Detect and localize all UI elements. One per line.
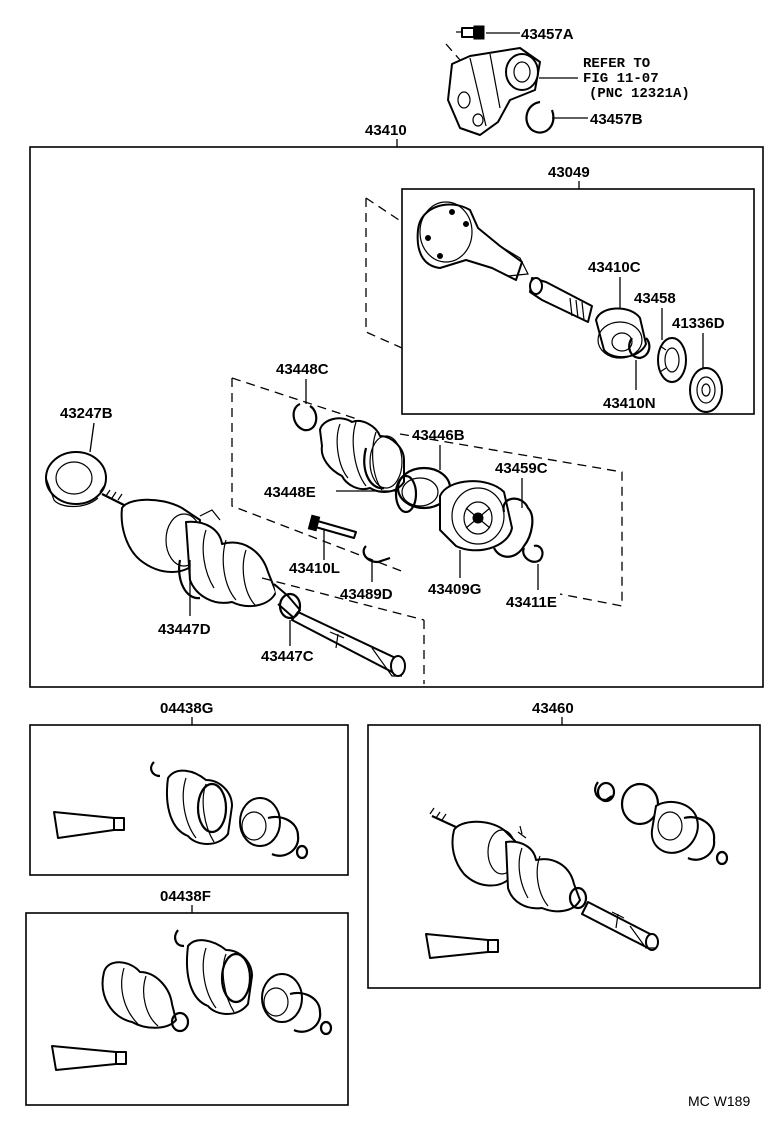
ref-note-line1: REFER TO bbox=[583, 56, 650, 72]
boot-clamp-43447c-icon bbox=[278, 592, 302, 620]
boot-kit-04438g-icon bbox=[150, 761, 309, 860]
bolt-43410l-icon bbox=[307, 514, 357, 539]
kit-box-04438g bbox=[29, 724, 349, 876]
label-43458: 43458 bbox=[634, 290, 676, 307]
label-43460: 43460 bbox=[532, 700, 574, 717]
assembly-box-43460 bbox=[367, 724, 761, 989]
label-41336d: 41336D bbox=[672, 315, 725, 332]
snap-ring-43410n-icon bbox=[628, 337, 651, 360]
boot-clamp-43448e-icon bbox=[394, 474, 418, 514]
label-43457a: 43457A bbox=[521, 26, 574, 43]
drawing-code: MC W189 bbox=[688, 1093, 750, 1109]
label-43409g: 43409G bbox=[428, 581, 481, 598]
outboard-joint-housing-icon bbox=[416, 201, 529, 281]
subassembly-box-43049 bbox=[401, 188, 755, 415]
ref-note-line2: FIG 11-07 bbox=[583, 71, 659, 87]
label-43410: 43410 bbox=[365, 122, 407, 139]
inboard-boot-icon bbox=[319, 417, 405, 493]
label-04438g: 04438G bbox=[160, 700, 213, 717]
label-43448e: 43448E bbox=[264, 484, 316, 501]
label-43410c: 43410C bbox=[588, 259, 641, 276]
drive-shaft-axle-icon bbox=[99, 485, 406, 677]
kit-box-04438f bbox=[25, 912, 349, 1106]
label-43489d: 43489D bbox=[340, 586, 393, 603]
bearing-43458-icon bbox=[657, 337, 687, 383]
circlip-43411e-icon bbox=[522, 544, 544, 563]
assembly-box-43410 bbox=[29, 146, 764, 688]
inboard-tulip-43409g-icon bbox=[439, 480, 513, 552]
label-43447c: 43447C bbox=[261, 648, 314, 665]
grease-tube-43460-icon bbox=[425, 933, 499, 959]
stub-shaft-43410c-icon bbox=[529, 277, 593, 323]
ref-note-line3: (PNC 12321A) bbox=[589, 86, 690, 102]
outboard-boot-icon bbox=[101, 961, 190, 1033]
label-43446b: 43446B bbox=[412, 427, 465, 444]
oil-seal-41336d-icon bbox=[689, 367, 723, 413]
dust-deflector-43247b-icon bbox=[45, 451, 107, 508]
label-43410n: 43410N bbox=[603, 395, 656, 412]
label-04438f: 04438F bbox=[160, 888, 211, 905]
label-43457b: 43457B bbox=[590, 111, 643, 128]
center-bearing-bracket: 43457A REFER TO FIG 11-07 (PNC 12321A) 4… bbox=[445, 25, 690, 136]
label-43049: 43049 bbox=[548, 164, 590, 181]
boot-clamp-43447d-icon bbox=[178, 559, 201, 600]
grease-tube-icon bbox=[53, 811, 125, 839]
label-43247b: 43247B bbox=[60, 405, 113, 422]
bolt-43457a-icon bbox=[456, 25, 485, 40]
boot-kit-04438f-icon bbox=[174, 929, 333, 1036]
circlip-43489d-icon bbox=[362, 545, 391, 564]
boot-clamp-43448c-icon bbox=[292, 402, 318, 432]
snap-ring-43459c-icon bbox=[493, 497, 534, 558]
label-43447d: 43447D bbox=[158, 621, 211, 638]
label-43448c: 43448C bbox=[276, 361, 329, 378]
label-43459c: 43459C bbox=[495, 460, 548, 477]
drive-shaft-assembly-43460-icon bbox=[429, 781, 729, 951]
label-43411e: 43411E bbox=[506, 594, 557, 611]
snap-ring-43457b-icon bbox=[525, 100, 555, 134]
bearing-cup-icon bbox=[595, 307, 647, 359]
grease-tube-f-icon bbox=[51, 1045, 127, 1071]
label-43410l: 43410L bbox=[289, 560, 340, 577]
